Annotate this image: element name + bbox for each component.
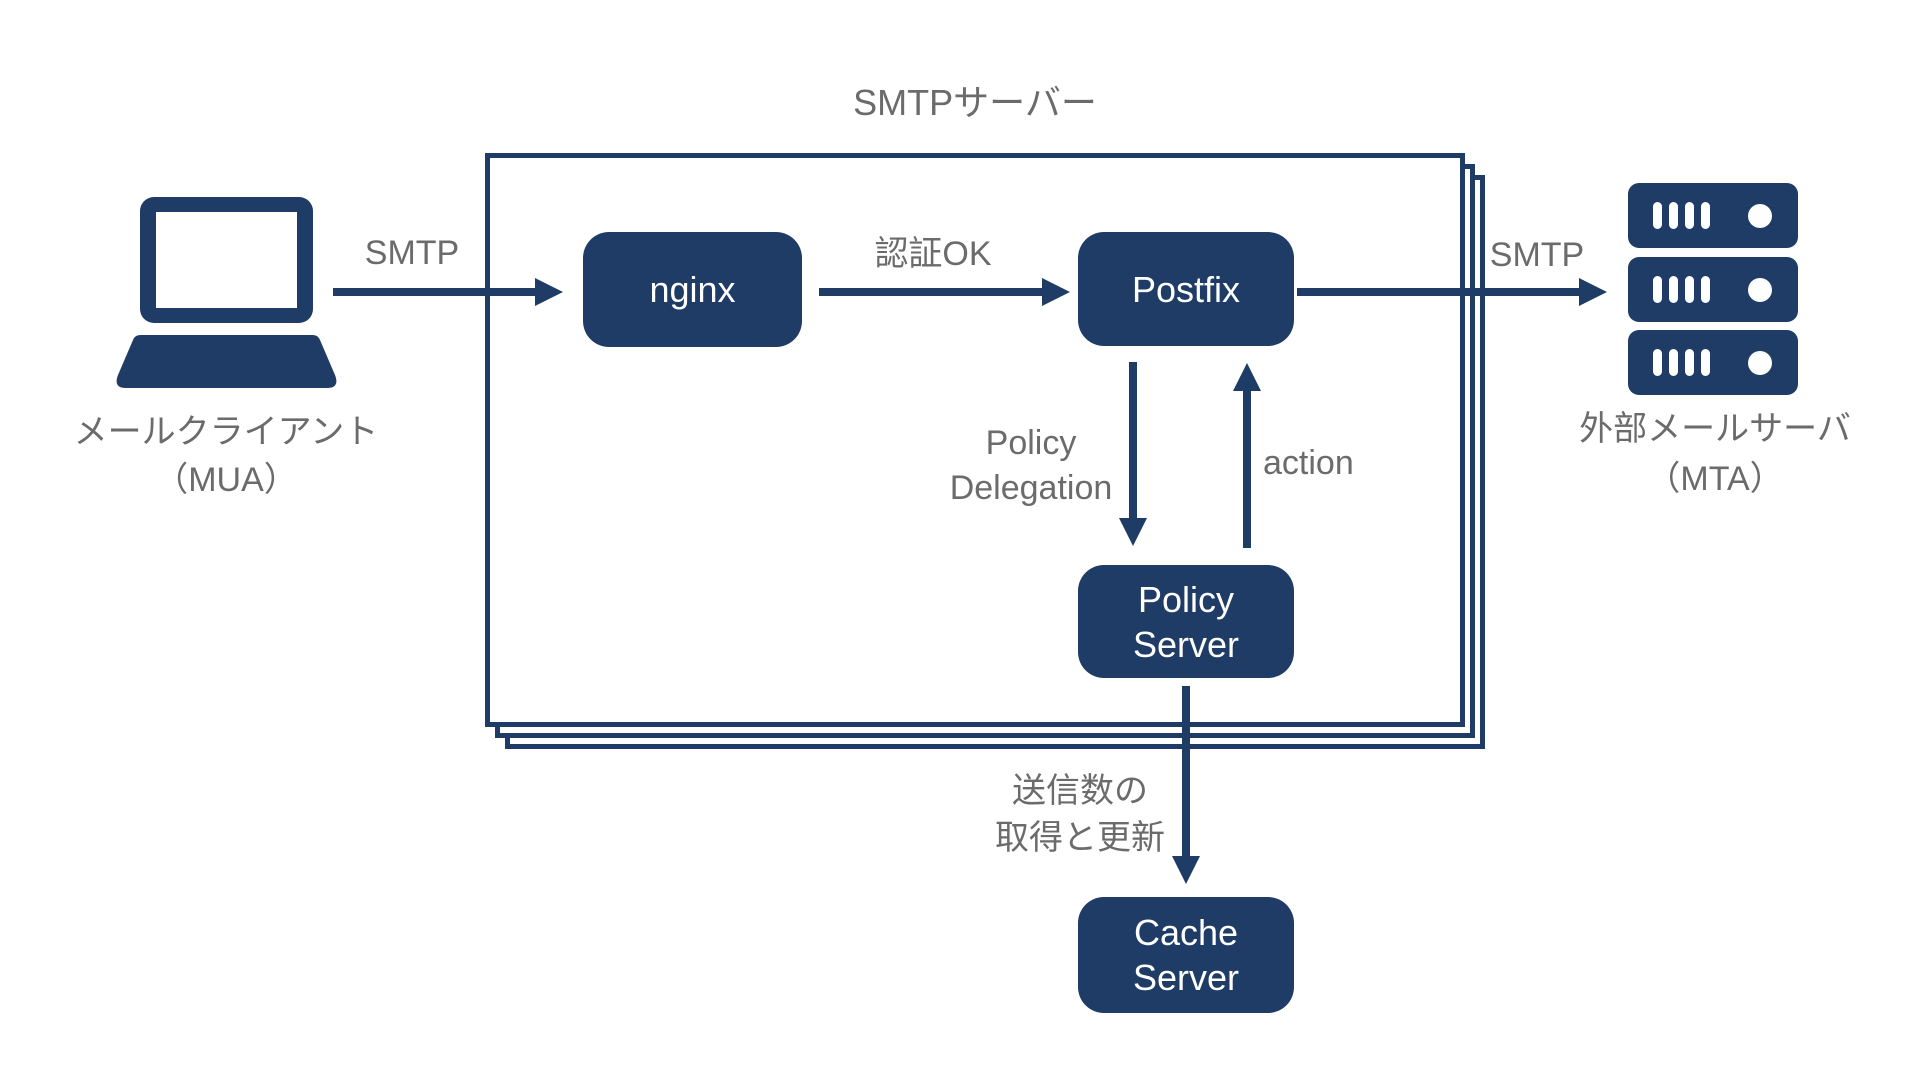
- label-cache-update-line2: 取得と更新: [995, 819, 1165, 857]
- server-rack-unit-3: [1628, 330, 1798, 395]
- label-cache-update: 送信数の 取得と更新: [930, 768, 1230, 862]
- server-rack-unit-1: [1628, 183, 1798, 248]
- server-stack-icon: [1628, 183, 1798, 395]
- label-policy-delegation: Policy Delegation: [881, 421, 1181, 511]
- node-policy-server: Policy Server: [1078, 565, 1294, 678]
- node-cache-server-label-line2: Server: [1132, 957, 1240, 998]
- node-policy-server-label-line1: Policy: [1137, 578, 1235, 620]
- node-postfix: Postfix: [1078, 232, 1294, 346]
- node-nginx: nginx: [583, 232, 802, 347]
- label-outbound-smtp: SMTP: [1489, 236, 1585, 274]
- label-action: action: [1263, 444, 1354, 482]
- laptop-icon: [116, 197, 337, 388]
- node-cache-server-label-line1: Cache: [1133, 912, 1239, 953]
- node-nginx-label: nginx: [649, 269, 736, 310]
- server-rack-unit-2: [1628, 257, 1798, 322]
- caption-mail-client-line2: （MUA）: [154, 461, 298, 499]
- laptop-screen-frame: [140, 197, 313, 323]
- caption-mail-client-line1: メールクライアント: [73, 413, 379, 451]
- laptop-base: [116, 335, 337, 388]
- label-auth-ok: 認証OK: [874, 235, 992, 273]
- label-policy-delegation-line2: Delegation: [949, 469, 1113, 507]
- label-policy-delegation-line1: Policy: [985, 424, 1077, 462]
- label-client-smtp: SMTP: [364, 234, 460, 272]
- caption-external-mail-server-line1: 外部メールサーバ: [1579, 410, 1851, 448]
- diagram-title: SMTPサーバー: [853, 82, 1097, 123]
- caption-external-mail-server-line2: （MTA）: [1646, 460, 1784, 498]
- caption-mail-client: メールクライアント （MUA）: [26, 408, 426, 504]
- node-policy-server-label-line2: Server: [1132, 623, 1240, 665]
- caption-external-mail-server: 外部メールサーバ （MTA）: [1515, 404, 1915, 504]
- node-postfix-label: Postfix: [1131, 268, 1241, 310]
- laptop-screen: [156, 212, 297, 308]
- node-cache-server: Cache Server: [1078, 897, 1294, 1013]
- label-cache-update-line1: 送信数の: [1012, 772, 1148, 810]
